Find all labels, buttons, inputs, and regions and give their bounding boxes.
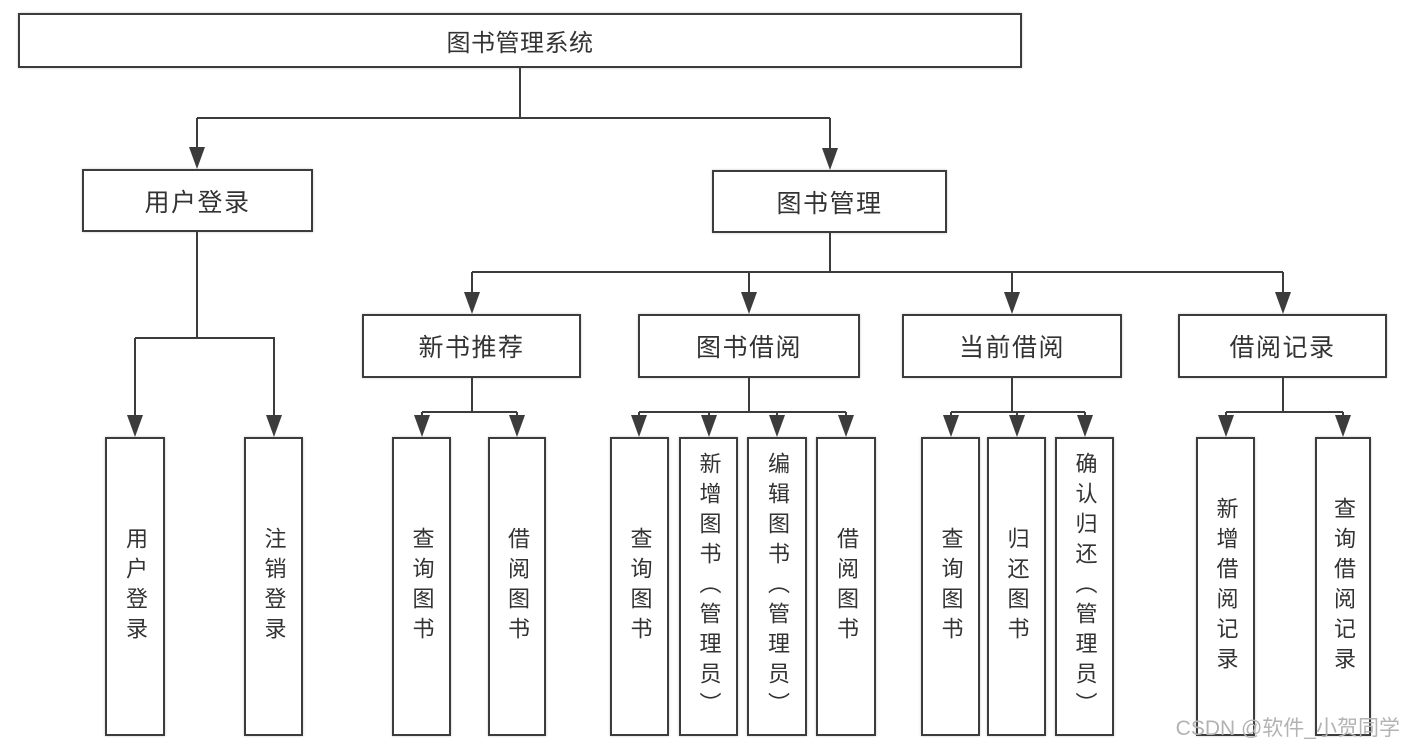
node-current-borrowing-label: 当前借阅 [958, 334, 1065, 362]
node-user-login: 用户登录 [82, 169, 313, 232]
node-book-management: 图书管理 [712, 170, 947, 233]
leaf-user-login: 用户登录 [105, 437, 165, 736]
node-user-login-label: 用户登录 [144, 188, 251, 217]
leaf-query-books-current: 查询图书 [921, 437, 980, 736]
leaf-borrow-books: 借阅图书 [816, 437, 876, 736]
leaf-query-books-current-label: 查询图书 [938, 526, 964, 647]
leaf-logout: 注销登录 [244, 437, 303, 736]
leaf-return-books-label: 归还图书 [1004, 526, 1030, 647]
leaf-edit-books-admin: 编辑图书（管理员） [747, 437, 807, 736]
leaf-query-books-borrowing: 查询图书 [610, 437, 669, 736]
leaf-add-borrow-record-label: 新增借阅记录 [1213, 496, 1239, 677]
leaf-return-books: 归还图书 [987, 437, 1046, 736]
leaf-borrow-books-recommend: 借阅图书 [488, 437, 546, 736]
node-borrowing-records: 借阅记录 [1178, 314, 1387, 378]
leaf-query-borrow-record: 查询借阅记录 [1315, 437, 1371, 736]
csdn-watermark: CSDN @软件_小贺同学 [1175, 717, 1400, 740]
leaf-user-login-label: 用户登录 [123, 526, 148, 647]
leaf-query-books-recommend: 查询图书 [392, 437, 451, 736]
node-new-book-recommend-label: 新书推荐 [418, 334, 525, 362]
node-book-borrowing-label: 图书借阅 [695, 334, 802, 362]
leaf-query-borrow-record-label: 查询借阅记录 [1331, 496, 1356, 677]
node-current-borrowing: 当前借阅 [902, 314, 1122, 378]
leaf-query-books-recommend-label: 查询图书 [409, 526, 435, 647]
leaf-borrow-books-recommend-label: 借阅图书 [505, 526, 530, 647]
node-root: 图书管理系统 [18, 13, 1022, 68]
node-root-label: 图书管理系统 [446, 30, 594, 57]
node-book-borrowing: 图书借阅 [638, 314, 860, 378]
leaf-query-books-borrowing-label: 查询图书 [627, 526, 653, 647]
leaf-borrow-books-label: 借阅图书 [834, 526, 859, 647]
leaf-add-books-admin: 新增图书（管理员） [679, 437, 738, 736]
leaf-logout-label: 注销登录 [261, 526, 287, 647]
leaf-confirm-return-admin: 确认归还（管理员） [1055, 437, 1114, 736]
leaf-add-borrow-record: 新增借阅记录 [1196, 437, 1255, 736]
leaf-edit-books-admin-label: 编辑图书（管理员） [765, 451, 790, 722]
leaf-confirm-return-admin-label: 确认归还（管理员） [1072, 451, 1098, 722]
node-book-management-label: 图书管理 [776, 189, 883, 218]
node-borrowing-records-label: 借阅记录 [1229, 334, 1336, 362]
leaf-add-books-admin-label: 新增图书（管理员） [696, 451, 722, 722]
node-new-book-recommend: 新书推荐 [362, 314, 581, 378]
